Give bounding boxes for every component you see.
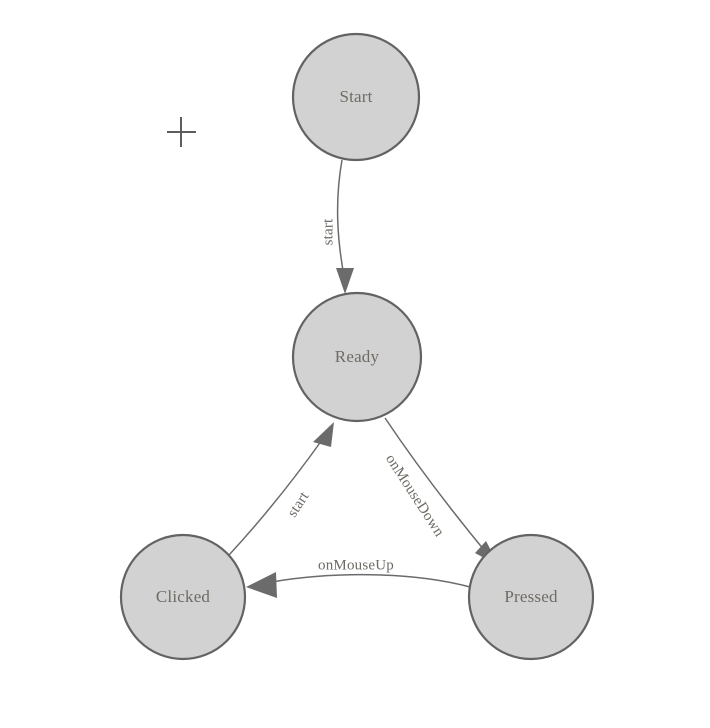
edge-ready-to-pressed[interactable]: onMouseDown [382, 417, 499, 566]
edge-start-to-ready-arrowhead [336, 268, 354, 294]
edge-start-to-ready-path [336, 159, 346, 283]
edge-start-to-ready-label: start [320, 218, 336, 245]
edge-start-to-ready[interactable]: start [320, 159, 354, 294]
edge-pressed-to-clicked-arrowhead [246, 572, 277, 598]
edge-pressed-to-clicked-path [271, 573, 471, 588]
node-clicked-label: Clicked [156, 587, 211, 606]
node-clicked[interactable]: Clicked [119, 533, 247, 661]
node-pressed-label: Pressed [504, 587, 558, 606]
node-start-label: Start [339, 87, 372, 106]
edge-ready-to-pressed-label: onMouseDown [382, 452, 447, 540]
node-ready[interactable]: Ready [291, 291, 423, 423]
node-pressed[interactable]: Pressed [467, 533, 595, 661]
node-start-circle[interactable] [291, 32, 421, 162]
edge-clicked-to-ready[interactable]: start [228, 422, 334, 556]
node-clicked-circle[interactable] [119, 533, 247, 661]
edge-ready-to-pressed-path [384, 417, 490, 557]
node-pressed-circle[interactable] [467, 533, 595, 661]
edge-pressed-to-clicked[interactable]: onMouseUp [246, 557, 471, 598]
node-ready-label: Ready [335, 347, 380, 366]
edge-clicked-to-ready-path [228, 439, 323, 556]
edge-clicked-to-ready-label: start [285, 489, 313, 521]
plus-marker [167, 117, 196, 147]
node-ready-circle[interactable] [291, 291, 423, 423]
edge-pressed-to-clicked-label: onMouseUp [318, 557, 394, 573]
edge-clicked-to-ready-arrowhead [313, 422, 334, 447]
node-start[interactable]: Start [291, 32, 421, 162]
